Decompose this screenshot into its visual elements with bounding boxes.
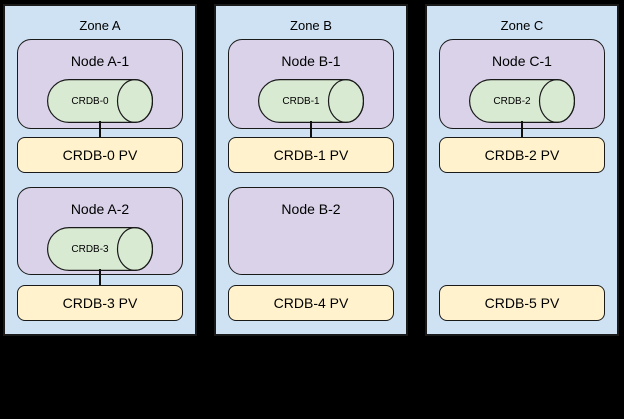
- zone-a: Zone A Node A-1 CRDB-0 CRDB-0 PV Node A-…: [3, 4, 197, 336]
- pv-crdb-4: CRDB-4 PV: [228, 285, 394, 321]
- pod-crdb-0: CRDB-0: [47, 79, 154, 123]
- pod-crdb-0-label: CRDB-0: [71, 95, 109, 107]
- pv-crdb-2-label: CRDB-2 PV: [484, 147, 560, 163]
- node-a-2: Node A-2 CRDB-3: [17, 187, 183, 275]
- database-cylinder-icon: [47, 227, 154, 271]
- pv-crdb-0-label: CRDB-0 PV: [62, 147, 138, 163]
- pod-crdb-3: CRDB-3: [47, 227, 154, 271]
- database-cylinder-icon: [258, 79, 365, 123]
- connector-crdb-3-to-pv: [99, 269, 101, 285]
- pv-crdb-1: CRDB-1 PV: [228, 137, 394, 173]
- pv-crdb-0: CRDB-0 PV: [17, 137, 183, 173]
- pv-crdb-3-label: CRDB-3 PV: [62, 295, 138, 311]
- pv-crdb-5-label: CRDB-5 PV: [484, 295, 560, 311]
- connector-crdb-0-to-pv: [99, 121, 101, 137]
- database-cylinder-icon: [47, 79, 154, 123]
- pod-crdb-1: CRDB-1: [258, 79, 365, 123]
- zone-b: Zone B Node B-1 CRDB-1 CRDB-1 PV Node B-…: [214, 4, 408, 336]
- pv-crdb-3: CRDB-3 PV: [17, 285, 183, 321]
- pod-crdb-1-label: CRDB-1: [282, 95, 320, 107]
- connector-crdb-2-to-pv: [521, 121, 523, 137]
- node-b-1-label: Node B-1: [281, 53, 341, 69]
- node-a-2-label: Node A-2: [70, 201, 130, 217]
- zone-a-label: Zone A: [79, 18, 121, 33]
- node-c-1: Node C-1 CRDB-2: [439, 39, 605, 129]
- pv-crdb-5: CRDB-5 PV: [439, 285, 605, 321]
- node-b-2-label: Node B-2: [281, 201, 341, 217]
- node-b-2: Node B-2: [228, 187, 394, 275]
- node-a-1: Node A-1 CRDB-0: [17, 39, 183, 129]
- pod-crdb-2: CRDB-2: [469, 79, 576, 123]
- node-a-1-label: Node A-1: [70, 53, 130, 69]
- connector-crdb-1-to-pv: [310, 121, 312, 137]
- pv-crdb-2: CRDB-2 PV: [439, 137, 605, 173]
- zone-b-label: Zone B: [290, 18, 332, 33]
- zone-c-label: Zone C: [500, 18, 544, 33]
- pod-crdb-3-label: CRDB-3: [71, 243, 109, 255]
- pod-crdb-2-label: CRDB-2: [493, 95, 531, 107]
- database-cylinder-icon: [469, 79, 576, 123]
- node-c-1-label: Node C-1: [492, 53, 552, 69]
- pv-crdb-1-label: CRDB-1 PV: [273, 147, 349, 163]
- node-b-1: Node B-1 CRDB-1: [228, 39, 394, 129]
- zone-c: Zone C Node C-1 CRDB-2 CRDB-2 PV CRDB-5 …: [425, 4, 619, 336]
- pv-crdb-4-label: CRDB-4 PV: [273, 295, 349, 311]
